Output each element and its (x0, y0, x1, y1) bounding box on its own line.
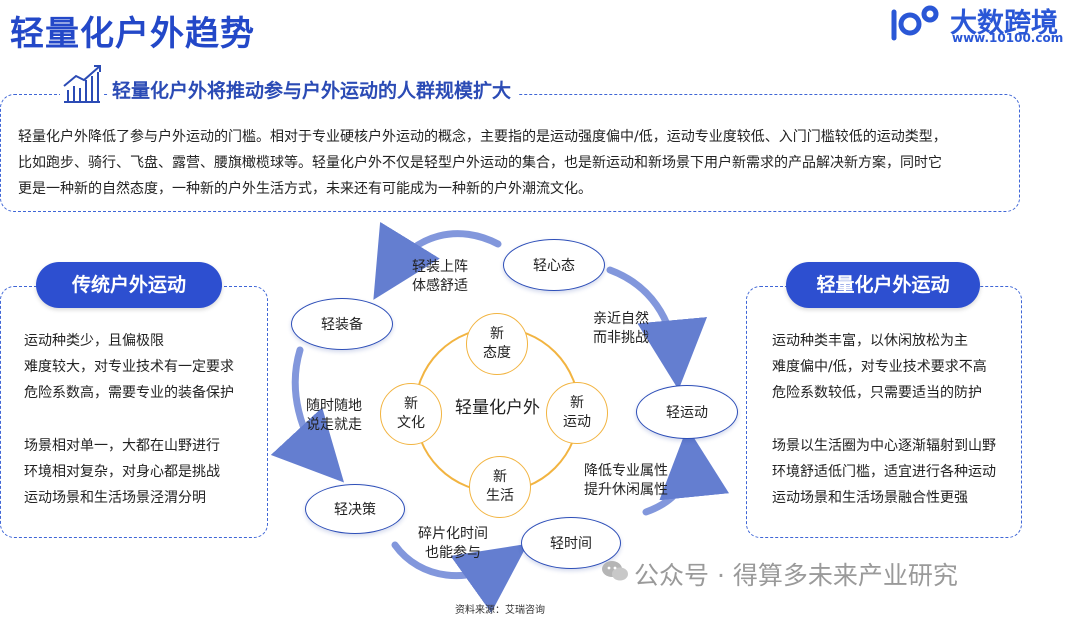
arrow-bottom (391, 541, 528, 613)
inner-node-attitude: 新态度 (466, 313, 528, 375)
label-line: 提升休闲属性 (584, 482, 668, 498)
left-item: 环境相对复杂，对身心都是挑战 (24, 464, 220, 480)
label-line: 也能参与 (425, 545, 481, 561)
label-line: 降低专业属性 (584, 463, 668, 479)
outer-node-light-sport: 轻运动 (636, 385, 738, 439)
left-item: 运动种类少，且偏极限 (24, 333, 164, 349)
inner-node-line: 生活 (486, 488, 514, 504)
label-bottom: 碎片化时间 也能参与 (418, 525, 488, 563)
intro-line-3: 更是一种新的自然态度，一种新的户外生活方式，未来还有可能成为一种新的户外潮流文化… (18, 181, 592, 197)
arrow-left (270, 346, 345, 483)
inner-node-line: 新 (404, 396, 418, 412)
traditional-outdoor-panel (0, 286, 268, 538)
label-line: 碎片化时间 (418, 526, 488, 542)
inner-node-line: 新 (490, 326, 504, 342)
brand-logo (891, 5, 939, 41)
right-item: 运动场景和生活场景融合性更强 (772, 490, 968, 506)
right-item: 难度偏中/低，对专业技术要求不高 (772, 359, 987, 375)
label-left: 随时随地 说走就走 (306, 397, 362, 435)
label-line: 轻装上阵 (412, 259, 468, 275)
inner-node-sport: 新运动 (546, 382, 608, 444)
left-item: 难度较大，对专业技术有一定要求 (24, 359, 234, 375)
light-outdoor-heading: 轻量化户外运动 (786, 262, 980, 308)
arrow-bottom-right (642, 427, 729, 516)
logo-url[interactable]: www.10100.com (952, 31, 1064, 45)
intro-line-2: 比如跑步、骑行、飞盘、露营、腰旗橄榄球等。轻量化户外不仅是轻型户外运动的集合，也… (18, 155, 942, 171)
right-item: 运动种类丰富，以休闲放松为主 (772, 333, 968, 349)
arrow-top (373, 221, 502, 300)
label-line: 随时随地 (306, 398, 362, 414)
label-top-left: 轻装上阵 体感舒适 (412, 258, 468, 296)
bar-chart-icon (60, 64, 104, 106)
inner-node-life: 新生活 (469, 456, 531, 518)
right-item: 场景以生活圈为中心逐渐辐射到山野 (772, 438, 996, 454)
logo-text: 大数跨境 (950, 8, 1058, 39)
page-title: 轻量化户外趋势 (10, 14, 255, 54)
left-item: 场景相对单一，大都在山野进行 (24, 438, 220, 454)
outer-node-light-time: 轻时间 (521, 517, 621, 569)
traditional-outdoor-heading: 传统户外运动 (36, 262, 222, 308)
intro-line-1: 轻量化户外降低了参与户外运动的门槛。相对于专业硬核户外运动的概念，主要指的是运动… (18, 129, 947, 145)
label-bottom-right: 降低专业属性 提升休闲属性 (584, 462, 668, 500)
label-line: 而非挑战 (593, 330, 649, 346)
label-line: 说走就走 (306, 417, 362, 433)
light-outdoor-panel (746, 286, 1022, 538)
inner-node-line: 态度 (483, 345, 511, 361)
inner-node-line: 新 (570, 395, 584, 411)
source-note: 资料来源：艾瑞咨询 (455, 605, 545, 616)
label-top-right: 亲近自然 而非挑战 (593, 310, 649, 348)
label-line: 体感舒适 (412, 278, 468, 294)
subtitle: 轻量化户外将推动参与户外运动的人群规模扩大 (108, 76, 520, 103)
inner-node-line: 文化 (397, 415, 425, 431)
diagram-center-label: 轻量化户外 (455, 398, 540, 418)
outer-node-light-gear: 轻装备 (291, 298, 393, 350)
right-item: 危险系数较低，只需要适当的防护 (772, 385, 982, 401)
left-item: 危险系数高，需要专业的装备保护 (24, 385, 234, 401)
inner-node-line: 新 (493, 469, 507, 485)
wechat-icon (602, 561, 628, 581)
outer-node-light-mind: 轻心态 (503, 239, 605, 291)
right-item: 环境舒适低门槛，适宜进行各种运动 (772, 464, 996, 480)
inner-node-culture: 新文化 (380, 383, 442, 445)
outer-node-light-decision: 轻决策 (305, 484, 405, 534)
label-line: 亲近自然 (593, 311, 649, 327)
inner-node-line: 运动 (563, 414, 591, 430)
left-item: 运动场景和生活场景泾渭分明 (24, 490, 206, 506)
watermark: 公众号 · 得算多未来产业研究 (634, 561, 958, 590)
arrow-top-right (606, 266, 708, 390)
